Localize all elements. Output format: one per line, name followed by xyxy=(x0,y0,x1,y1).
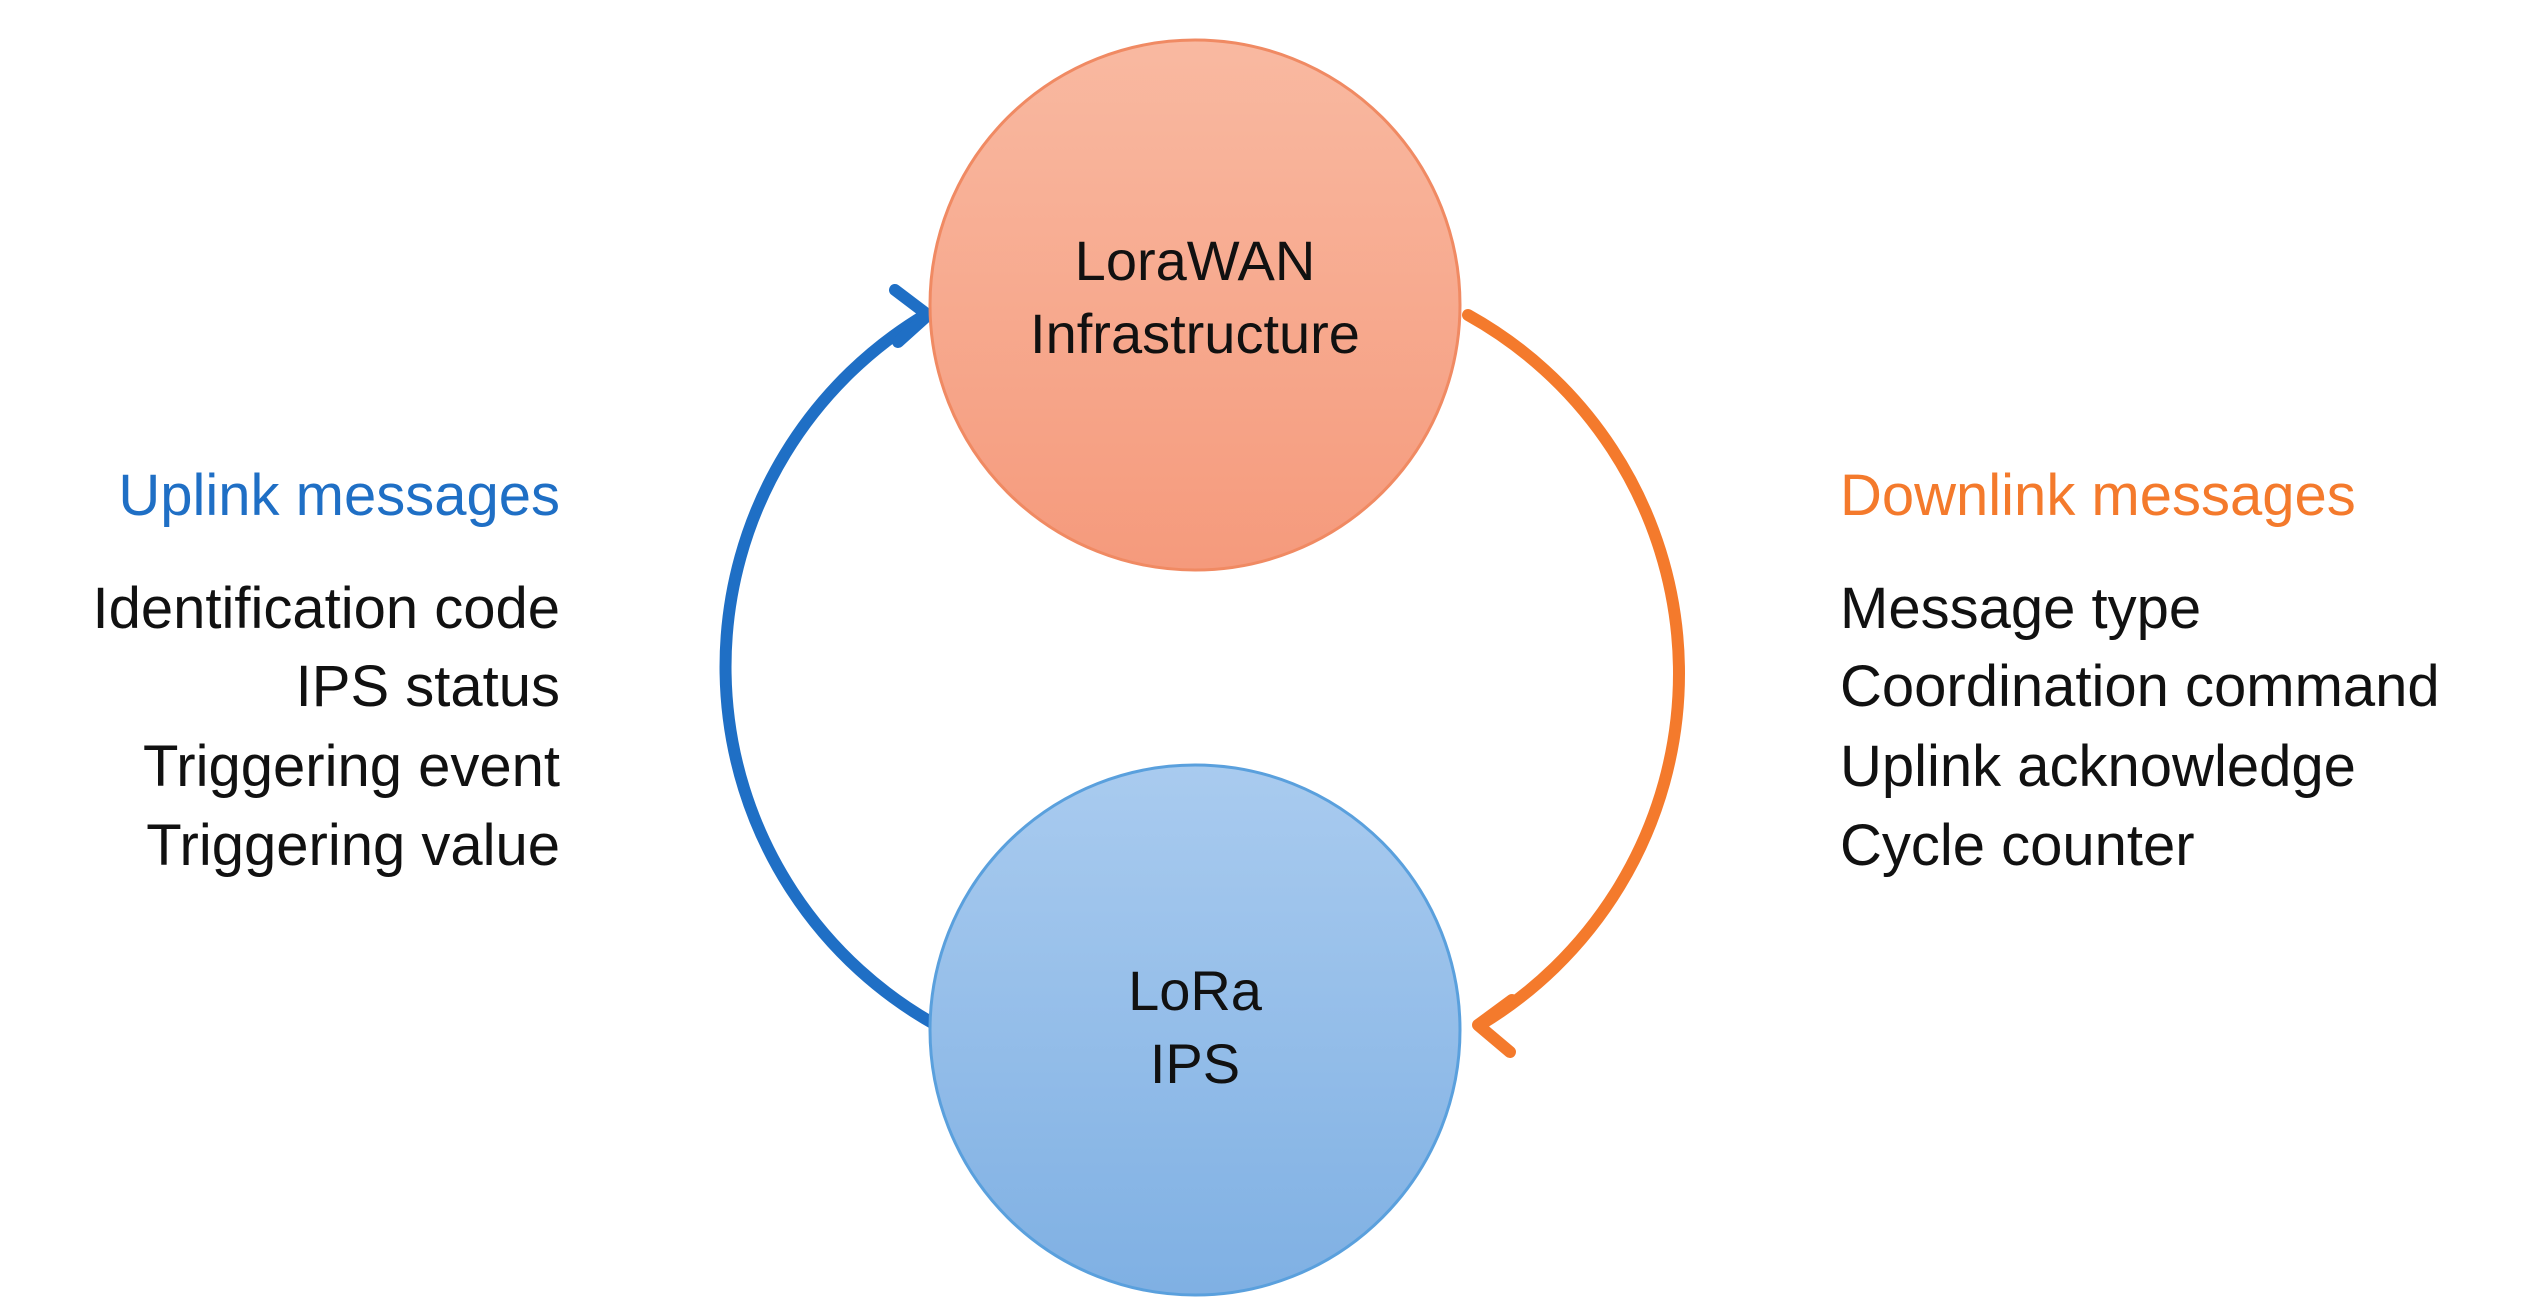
infrastructure-node: LoraWAN Infrastructure xyxy=(928,38,1462,572)
device-node: LoRa IPS xyxy=(928,763,1462,1297)
uplink-panel: Uplink messages Identification code IPS … xyxy=(92,463,560,878)
uplink-item: IPS status xyxy=(296,654,560,719)
uplink-title: Uplink messages xyxy=(118,463,560,528)
downlink-item: Message type xyxy=(1840,576,2201,641)
uplink-item: Identification code xyxy=(92,576,560,641)
infrastructure-label-line1: LoraWAN xyxy=(1075,229,1316,292)
infrastructure-label-line2: Infrastructure xyxy=(1030,302,1360,365)
uplink-item: Triggering event xyxy=(143,734,560,799)
downlink-item: Coordination command xyxy=(1840,654,2440,719)
downlink-item: Cycle counter xyxy=(1840,813,2195,878)
uplink-arrow xyxy=(719,309,942,1031)
device-label-line2: IPS xyxy=(1150,1032,1240,1095)
downlink-panel: Downlink messages Message type Coordinat… xyxy=(1840,463,2440,878)
downlink-item: Uplink acknowledge xyxy=(1840,734,2356,799)
downlink-arrow xyxy=(1462,309,1685,1031)
device-label-line1: LoRa xyxy=(1128,959,1263,1022)
downlink-title: Downlink messages xyxy=(1840,463,2356,528)
uplink-arrowhead xyxy=(889,284,934,348)
uplink-item: Triggering value xyxy=(146,813,560,878)
downlink-arrowhead xyxy=(1472,994,1518,1058)
